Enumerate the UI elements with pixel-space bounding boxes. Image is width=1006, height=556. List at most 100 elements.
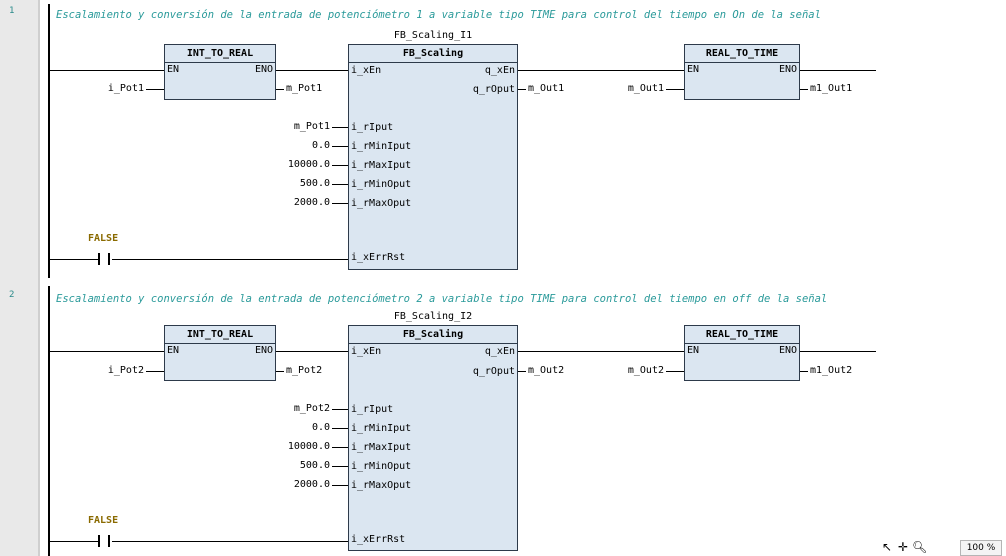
normally-open-contact-icon[interactable] (98, 253, 112, 265)
output-variable[interactable]: m1_Out2 (810, 365, 853, 376)
output-variable[interactable]: m_Pot2 (286, 365, 323, 376)
pin-i-riput: i_rIput (351, 122, 394, 133)
input-wire (332, 184, 348, 185)
pin-i-rmin-oput: i_rMinOput (351, 461, 412, 472)
output-wire (518, 371, 526, 372)
block-divider (685, 343, 799, 344)
eno-pin: ENO (254, 64, 273, 75)
en-pin: EN (687, 345, 700, 356)
rung-wire (112, 259, 348, 260)
block-name: INT_TO_REAL (186, 48, 254, 59)
output-wire (800, 89, 808, 90)
pin-i-rmin-iput: i_rMinIput (351, 423, 412, 434)
rung-wire (112, 541, 348, 542)
input-variable[interactable]: i_Pot1 (107, 83, 144, 94)
eno-pin: ENO (778, 64, 797, 75)
input-wire (666, 371, 684, 372)
input-variable[interactable]: m_Pot2 (293, 403, 330, 414)
input-wire (146, 371, 164, 372)
pin-i-rmax-oput: i_rMaxOput (351, 480, 412, 491)
output-variable[interactable]: m_Out2 (528, 365, 565, 376)
en-pin: EN (167, 345, 180, 356)
network-comment[interactable]: Escalamiento y conversión de la entrada … (56, 293, 828, 305)
input-wire (332, 409, 348, 410)
input-wire (332, 447, 348, 448)
input-constant[interactable]: 0.0 (311, 422, 330, 433)
block-divider (349, 343, 517, 344)
int-to-real-block[interactable]: INT_TO_REAL EN ENO (164, 325, 276, 381)
pin-i-riput: i_rIput (351, 404, 394, 415)
rung-wire (276, 70, 348, 71)
pin-i-xen: i_xEn (351, 65, 382, 76)
input-wire (332, 428, 348, 429)
block-divider (349, 62, 517, 63)
pin-i-xerrrst: i_xErrRst (351, 534, 406, 545)
input-constant[interactable]: 10000.0 (287, 159, 330, 170)
real-to-time-block[interactable]: REAL_TO_TIME EN ENO (684, 325, 800, 381)
rung-wire (276, 351, 348, 352)
rung-wire (800, 70, 876, 71)
network-comment[interactable]: Escalamiento y conversión de la entrada … (56, 9, 821, 21)
input-constant[interactable]: 500.0 (299, 178, 330, 189)
block-name: REAL_TO_TIME (705, 329, 779, 340)
contact-label[interactable]: FALSE (88, 515, 119, 526)
power-rail (48, 286, 50, 556)
input-wire (332, 146, 348, 147)
input-variable[interactable]: m_Pot1 (293, 121, 330, 132)
input-wire (332, 127, 348, 128)
rung-wire (50, 351, 164, 352)
rung-wire (800, 351, 876, 352)
normally-open-contact-icon[interactable] (98, 535, 112, 547)
block-divider (165, 62, 275, 63)
pin-q-roput: q_rOput (472, 366, 515, 377)
zoom-icon[interactable]: 🔍︎ (912, 540, 928, 554)
block-name: FB_Scaling (402, 48, 464, 59)
output-variable[interactable]: m_Pot1 (286, 83, 323, 94)
output-wire (518, 89, 526, 90)
en-pin: EN (687, 64, 700, 75)
network-number: 1 (9, 6, 15, 16)
fb-scaling-block[interactable]: FB_Scaling i_xEn q_xEn q_rOput i_rIput i… (348, 44, 518, 270)
output-variable[interactable]: m_Out1 (528, 83, 565, 94)
output-variable[interactable]: m1_Out1 (810, 83, 853, 94)
input-constant[interactable]: 10000.0 (287, 441, 330, 452)
block-divider (685, 62, 799, 63)
real-to-time-block[interactable]: REAL_TO_TIME EN ENO (684, 44, 800, 100)
fb-instance-name[interactable]: FB_Scaling_I2 (393, 311, 473, 322)
output-wire (800, 371, 808, 372)
zoom-level[interactable]: 100 % (960, 540, 1002, 556)
network-number: 2 (9, 290, 15, 300)
input-constant[interactable]: 0.0 (311, 140, 330, 151)
pin-i-rmax-iput: i_rMaxIput (351, 160, 412, 171)
pin-i-rmax-iput: i_rMaxIput (351, 442, 412, 453)
input-constant[interactable]: 500.0 (299, 460, 330, 471)
pin-q-roput: q_rOput (472, 84, 515, 95)
pin-i-rmax-oput: i_rMaxOput (351, 198, 412, 209)
pin-q-xen: q_xEn (484, 346, 515, 357)
fb-scaling-block[interactable]: FB_Scaling i_xEn q_xEn q_rOput i_rIput i… (348, 325, 518, 551)
input-variable[interactable]: m_Out2 (627, 365, 664, 376)
block-name: INT_TO_REAL (186, 329, 254, 340)
input-variable[interactable]: i_Pot2 (107, 365, 144, 376)
rung-wire (50, 70, 164, 71)
input-wire (332, 466, 348, 467)
pointer-icon[interactable]: ↖ (881, 540, 893, 554)
move-icon[interactable]: ✛ (897, 540, 909, 554)
contact-label[interactable]: FALSE (88, 233, 119, 244)
input-wire (146, 89, 164, 90)
rung-wire (518, 351, 684, 352)
line-number-gutter (0, 0, 38, 556)
rung-wire (50, 541, 98, 542)
eno-pin: ENO (254, 345, 273, 356)
input-wire (666, 89, 684, 90)
fb-instance-name[interactable]: FB_Scaling_I1 (393, 30, 473, 41)
gutter-divider (38, 0, 40, 556)
input-wire (332, 203, 348, 204)
pin-i-xerrrst: i_xErrRst (351, 252, 406, 263)
pin-i-rmin-oput: i_rMinOput (351, 179, 412, 190)
int-to-real-block[interactable]: INT_TO_REAL EN ENO (164, 44, 276, 100)
pin-q-xen: q_xEn (484, 65, 515, 76)
input-constant[interactable]: 2000.0 (293, 479, 330, 490)
input-variable[interactable]: m_Out1 (627, 83, 664, 94)
input-constant[interactable]: 2000.0 (293, 197, 330, 208)
